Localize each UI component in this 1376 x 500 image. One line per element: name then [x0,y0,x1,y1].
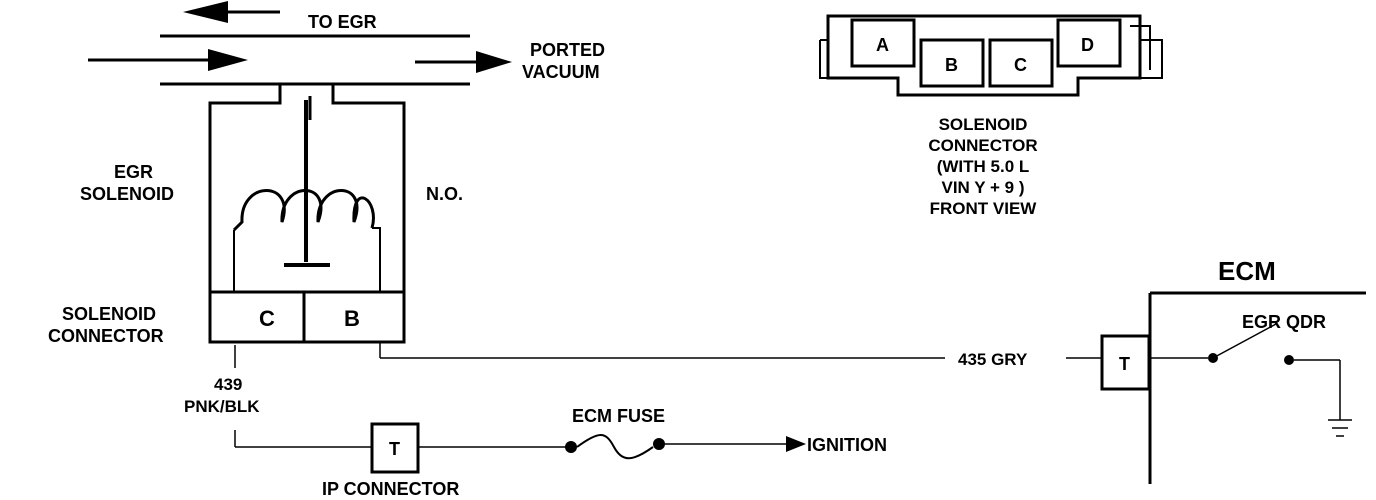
vacuum-flow [88,1,512,86]
egr-qdr-label: EGR QDR [1242,312,1326,332]
caption-line-5: FRONT VIEW [930,199,1038,218]
to-egr-label: TO EGR [308,12,377,32]
front-pin-b-label: B [945,55,958,75]
solenoid-connector-front-view: A B C D [819,14,1163,97]
wire-435-label: 435 GRY [958,350,1028,369]
ground-icon [1328,419,1352,437]
ecm-label: ECM [1218,256,1276,286]
solenoid-connector-label-line1: SOLENOID [62,304,156,324]
ecm-terminal [1100,334,1151,391]
caption-line-4: VIN Y + 9 ) [942,178,1025,197]
fuse-terminal-right-icon [653,438,665,450]
ip-terminal-label: T [389,439,400,459]
connector-front-view-caption: SOLENOID CONNECTOR (WITH 5.0 L VIN Y + 9… [928,115,1037,218]
pin-c-label: C [259,306,275,331]
egr-qdr-switch-blade [1212,323,1277,359]
pin-b-label: B [344,306,360,331]
caption-line-3: (WITH 5.0 L [937,157,1030,176]
ignition-label: IGNITION [807,435,887,455]
ip-connector-label: IP CONNECTOR [322,479,459,499]
egr-solenoid-label-line1: EGR [114,162,153,182]
ported-vacuum-label-line1: PORTED [530,40,605,60]
arrow-ignition-icon [786,436,806,452]
ecm-terminal-label: T [1119,354,1130,374]
ip-connector-terminal [370,422,420,474]
switch-contact-right-icon [1284,355,1294,365]
solenoid-connector: C B [208,290,406,344]
front-pin-d-label: D [1081,35,1094,55]
ported-vacuum-label-line2: VACUUM [522,62,600,82]
caption-line-2: CONNECTOR [928,136,1037,155]
wire-435-circuit [379,342,1102,359]
arrow-to-egr-icon [183,1,228,23]
arrow-inlet-icon [208,49,248,71]
normally-open-label: N.O. [426,184,463,204]
wire-439-circuit [234,345,806,474]
egr-solenoid-label-line2: SOLENOID [80,184,174,204]
fuse-terminal-left-icon [565,441,577,453]
front-pin-c-label: C [1014,55,1027,75]
wire-439-label-line2: PNK/BLK [184,397,260,416]
arrow-ported-vacuum-icon [476,51,512,73]
wire-439-label-line1: 439 [214,375,242,394]
egr-solenoid [208,84,406,300]
ecm-module [1100,291,1366,484]
solenoid-coil-icon [232,189,375,232]
caption-line-1: SOLENOID [939,115,1028,134]
ecm-fuse-label: ECM FUSE [572,406,665,426]
front-pin-a-label: A [876,35,889,55]
solenoid-connector-label-line2: CONNECTOR [48,326,164,346]
ecm-fuse-icon [576,434,654,460]
